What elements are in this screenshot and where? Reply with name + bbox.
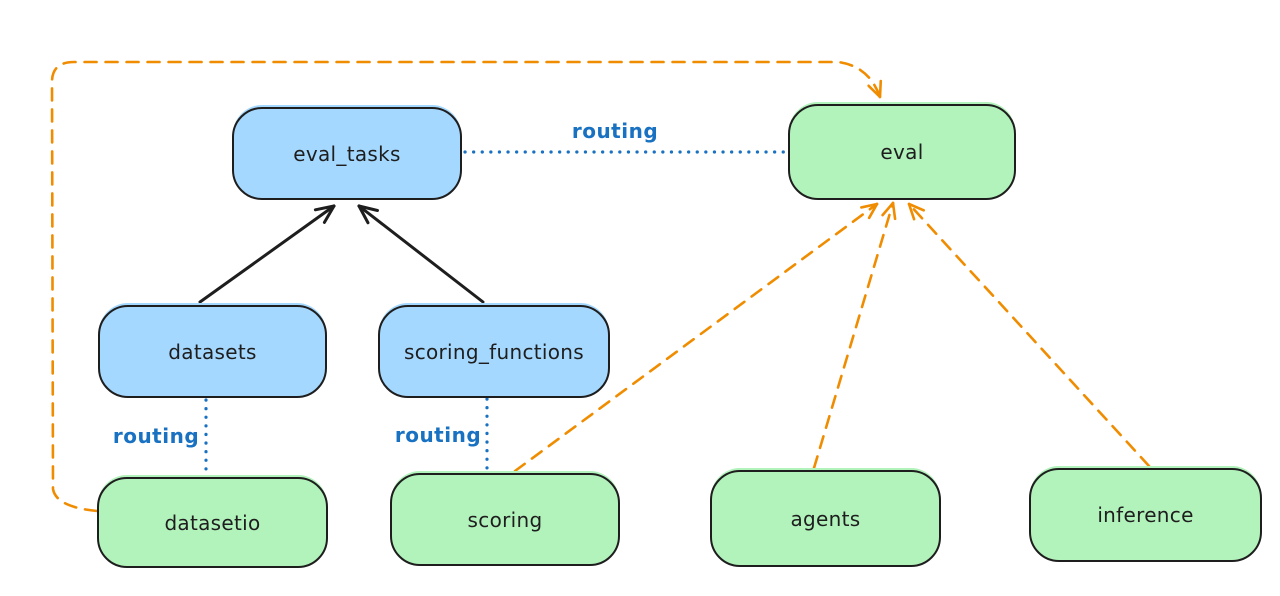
edge-agents-to-eval xyxy=(812,201,897,470)
edge-scoring-to-eval xyxy=(513,202,879,473)
edge-datasetio-to-eval-loop xyxy=(50,60,883,513)
edge-inference-to-eval xyxy=(907,202,1151,468)
edge-datasets-to-eval_tasks xyxy=(198,204,336,304)
edge-scoring_functions-to-eval_tasks xyxy=(357,204,485,304)
